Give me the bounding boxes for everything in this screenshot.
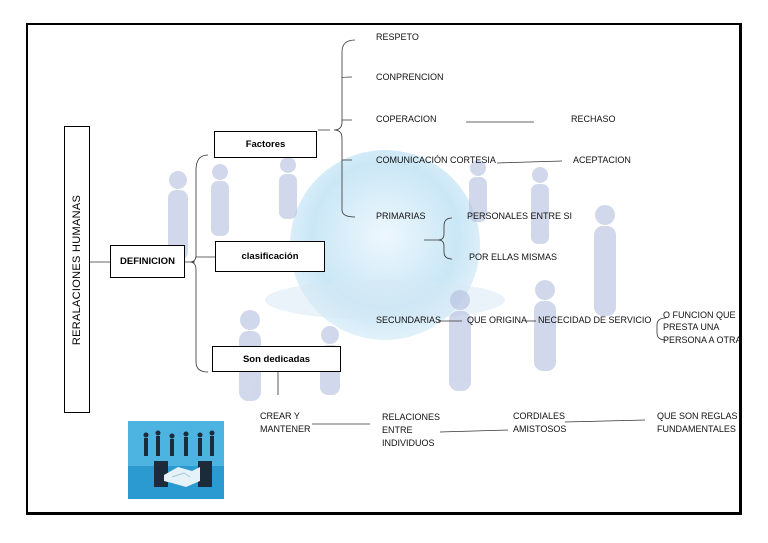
que-origina-label: QUE ORIGINA: [467, 315, 528, 325]
globe-shadow: [265, 280, 505, 320]
relaciones-line-2: ENTRE: [382, 425, 413, 435]
relaciones-line-1: RELACIONES: [382, 412, 441, 422]
diagram-frame: [26, 23, 742, 515]
crear-line-1: CREAR Y: [260, 411, 300, 421]
clasificacion-box: clasificación: [215, 241, 325, 272]
por-ellas-label: POR ELLAS MISMAS: [469, 252, 558, 262]
primarias-label: PRIMARIAS: [376, 211, 426, 221]
reglas-line-2: FUNDAMENTALES: [657, 424, 736, 434]
coperacion-label: COPERACION: [376, 114, 437, 124]
secundarias-label: SECUNDARIAS: [376, 315, 442, 325]
respeto-label: RESPETO: [376, 32, 419, 42]
conprencion-label: CONPRENCION: [376, 72, 444, 82]
cordiales-line-2: AMISTOSOS: [513, 424, 567, 434]
definicion-box: DEFINICION: [110, 245, 185, 278]
title-box: RERALACIONES HUMANAS: [64, 126, 90, 413]
cordiales-line-1: CORDIALES: [513, 411, 566, 421]
personales-label: PERSONALES ENTRE SI: [467, 211, 573, 221]
relaciones-line-3: INDIVIDUOS: [382, 438, 435, 448]
title-text: RERALACIONES HUMANAS: [71, 194, 83, 345]
factores-box: Factores: [214, 131, 317, 158]
handshake-image: [128, 421, 224, 499]
funcion-line-1: O FUNCION QUE: [663, 310, 736, 320]
crear-line-2: MANTENER: [260, 424, 311, 434]
aceptacion-label: ACEPTACION: [573, 155, 631, 165]
rechaso-label: RECHASO: [571, 114, 616, 124]
funcion-line-2: PRESTA UNA: [663, 322, 720, 332]
funcion-line-3: PERSONA A OTRA: [663, 335, 742, 345]
reglas-line-1: QUE SON REGLAS: [657, 411, 738, 421]
son-dedicadas-box: Son dedicadas: [212, 346, 341, 372]
comunicacion-label: COMUNICACIÓN CORTESIA: [376, 155, 496, 165]
necesidad-label: NECECIDAD DE SERVICIO: [538, 315, 652, 325]
people-silhouettes: [168, 157, 616, 401]
